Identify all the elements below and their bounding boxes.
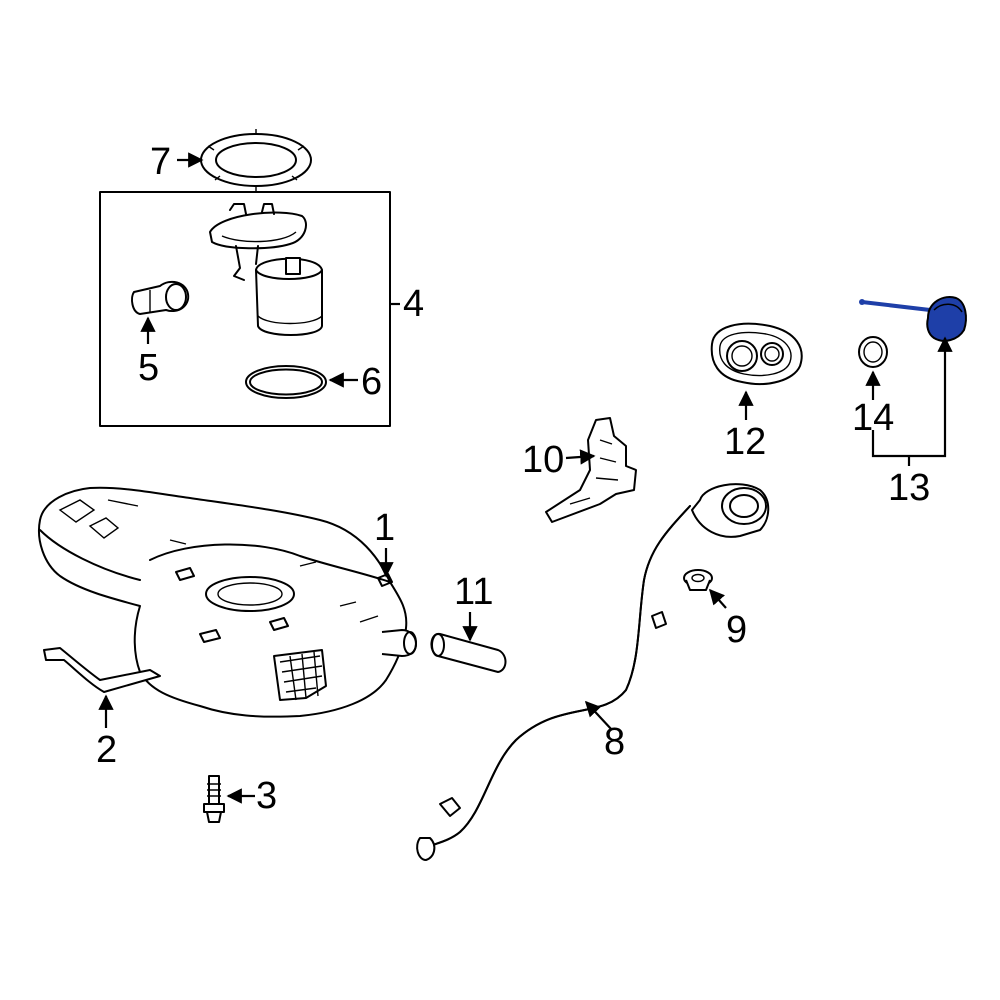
callout-11: 11 — [454, 571, 493, 613]
fuel-tank-part-1[interactable] — [38, 486, 417, 718]
hose-part-11[interactable] — [430, 632, 507, 673]
callout-5: 5 — [138, 347, 159, 389]
leader-arrow-9 — [708, 588, 727, 609]
fuel-level-sender-part-5[interactable] — [131, 280, 190, 315]
bolt-part-3[interactable] — [203, 775, 225, 823]
fuel-cap-part-13[interactable] — [859, 296, 967, 342]
fuel-pump-module-part-4[interactable] — [209, 203, 323, 336]
lock-ring-part-7[interactable] — [200, 129, 312, 191]
filler-pipe-part-8[interactable] — [416, 483, 770, 861]
callout-9: 9 — [726, 609, 747, 651]
callout-13: 13 — [888, 467, 930, 509]
callout-6: 6 — [361, 361, 382, 403]
callout-3: 3 — [256, 775, 277, 817]
callout-8: 8 — [604, 721, 625, 763]
cap-tether — [860, 300, 932, 312]
grommet-part-9[interactable] — [683, 569, 713, 591]
leader-arrow-8 — [584, 700, 613, 731]
filler-door-seal-part-12[interactable] — [710, 322, 803, 386]
callout-4: 4 — [403, 283, 424, 325]
callout-12: 12 — [724, 421, 766, 463]
callout-7: 7 — [150, 141, 171, 183]
callout-10: 10 — [522, 439, 564, 481]
washer-part-14[interactable] — [858, 336, 888, 368]
tank-strap-part-2[interactable] — [43, 647, 161, 693]
tether-end — [859, 299, 865, 305]
callout-2: 2 — [96, 729, 117, 771]
callout-1: 1 — [374, 507, 395, 549]
o-ring-part-6[interactable] — [245, 365, 327, 399]
pump-module-box — [99, 191, 391, 427]
bracket-part-10[interactable] — [545, 417, 637, 523]
leader-arrow-10 — [565, 449, 596, 465]
